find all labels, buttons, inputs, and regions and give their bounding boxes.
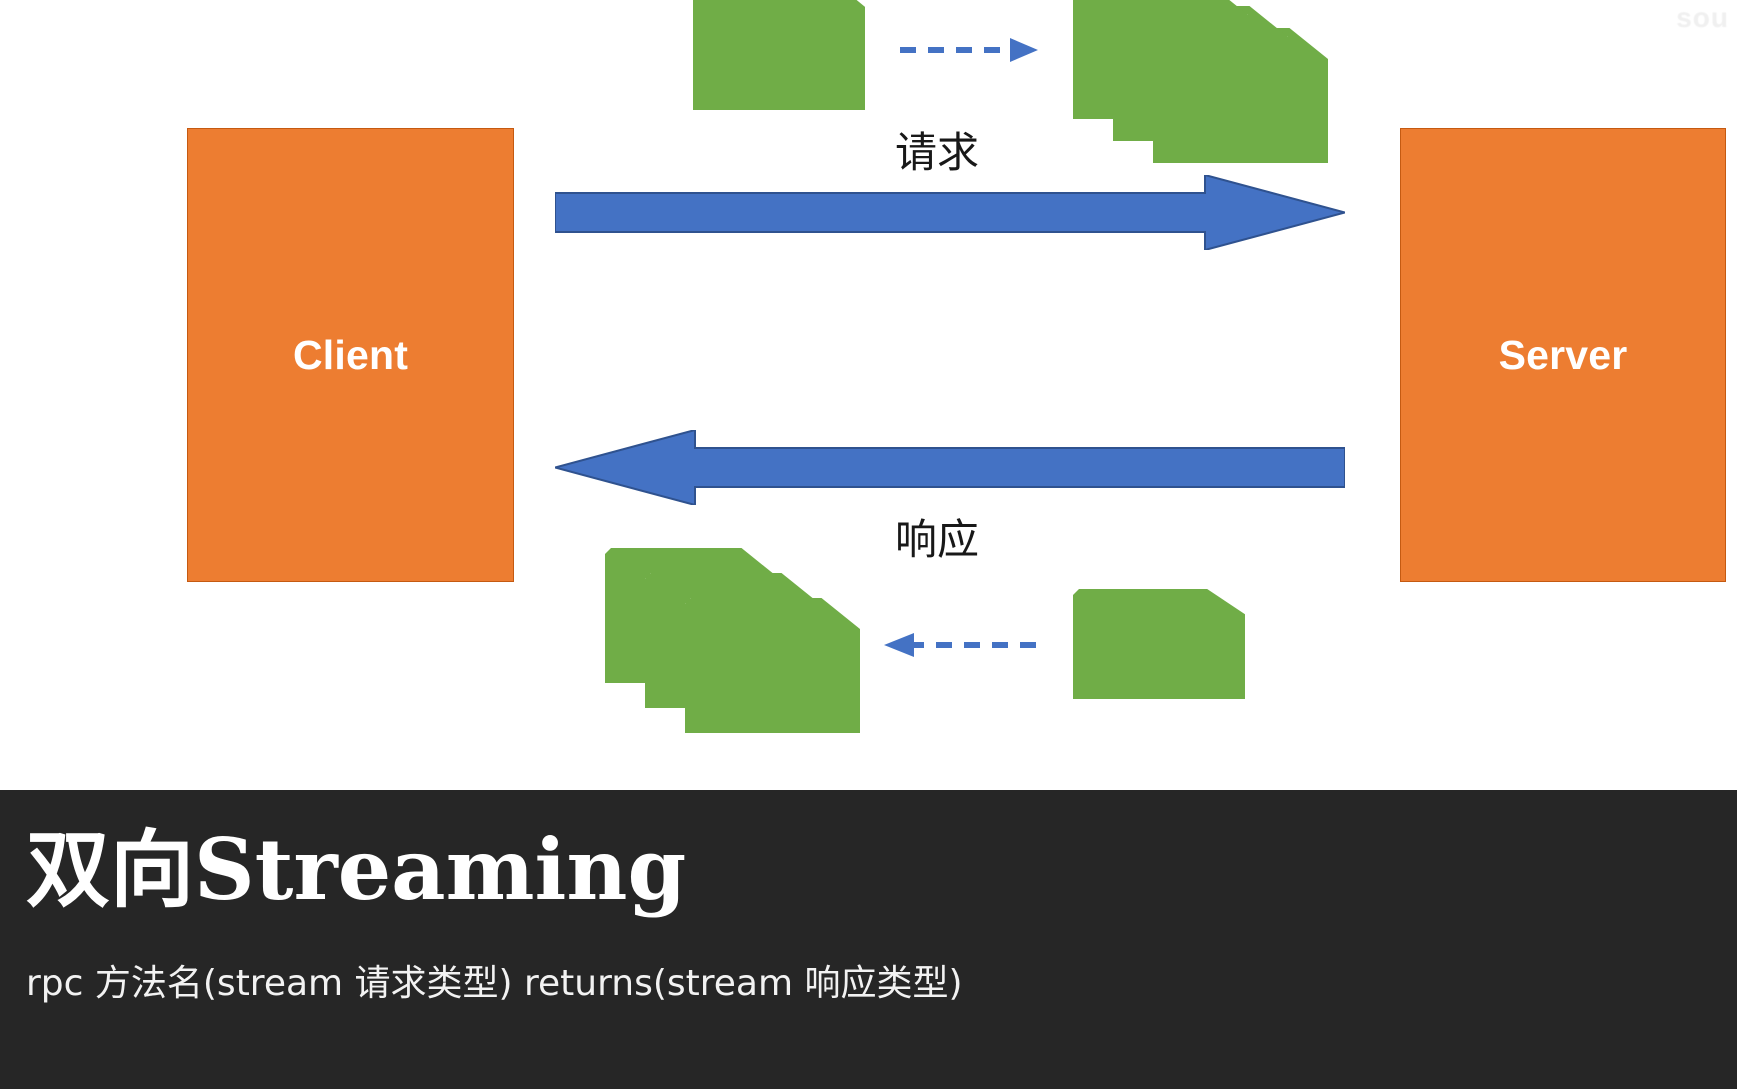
document-icon	[1073, 0, 1248, 119]
request-flow-label: 请求	[895, 128, 980, 177]
response-block-arrow-icon	[555, 430, 1345, 505]
client-label: Client	[292, 331, 409, 378]
caption-subtitle: rpc 方法名(stream 请求类型) returns(stream 响应类型…	[26, 963, 963, 1004]
request-document-stack-icon	[1073, 0, 1333, 174]
server-label: Server	[1498, 331, 1628, 378]
caption-bar: 双向Streaming rpc 方法名(stream 请求类型) returns…	[0, 790, 1737, 1089]
watermark-text: sou	[1676, 2, 1729, 33]
caption-title: 双向Streaming	[26, 820, 687, 919]
response-flow-label: 响应	[895, 515, 980, 564]
diagram-canvas: sou Client Server 请求 响应	[187, 0, 1729, 738]
dashed-arrow-right-icon	[900, 38, 1038, 62]
document-icon	[685, 598, 860, 733]
dashed-arrow-left-icon	[884, 633, 1036, 657]
request-document-icon	[693, 0, 865, 110]
response-document-stack-icon	[605, 548, 865, 738]
request-block-arrow-icon	[555, 175, 1345, 250]
response-document-icon	[1073, 589, 1245, 699]
client-box: Client	[187, 128, 514, 582]
server-box: Server	[1400, 128, 1726, 582]
